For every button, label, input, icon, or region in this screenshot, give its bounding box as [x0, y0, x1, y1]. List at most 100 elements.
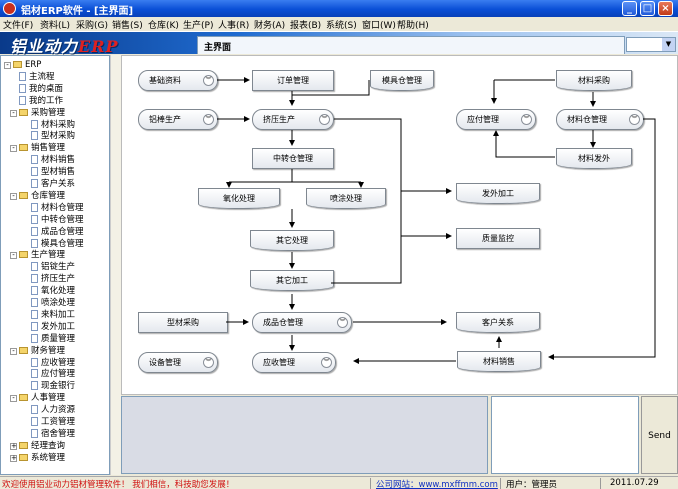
message-history-panel[interactable] [121, 396, 488, 474]
tree-item[interactable]: 主流程 [19, 71, 55, 83]
collapse-icon[interactable]: - [10, 395, 17, 403]
tree-item[interactable]: +经理查询 [10, 440, 65, 452]
folder-icon [19, 453, 28, 461]
website-link[interactable]: 公司网站：www.mxffmm.com [376, 480, 498, 489]
minimize-button[interactable]: _ [622, 1, 637, 16]
tree-item[interactable]: 铝锭生产 [31, 261, 75, 273]
chevron-down-icon[interactable]: ︾ [203, 75, 214, 86]
tree-item[interactable]: 模具仓管理 [31, 238, 84, 250]
tree-item[interactable]: 人力资源 [31, 404, 75, 416]
tree-item[interactable]: 喷涂处理 [31, 297, 75, 309]
tree-item-label: 质量管理 [41, 333, 76, 344]
menu-system[interactable]: 系统(S) [326, 21, 357, 31]
tree-item[interactable]: 材料仓管理 [31, 202, 84, 214]
flow-node-transit-warehouse[interactable]: 中转仓管理 [252, 148, 334, 169]
flow-node-material-sales[interactable]: 材料销售 [457, 351, 541, 372]
tree-item[interactable]: 应收管理 [31, 357, 75, 369]
menu-help[interactable]: 帮助(H) [397, 21, 429, 31]
menu-purchase[interactable]: 采购(G) [76, 21, 108, 31]
flow-node-spraying[interactable]: 喷涂处理 [306, 188, 386, 209]
send-button[interactable]: Send [641, 396, 678, 474]
flow-node-profile-purchase[interactable]: 型材采购 [138, 312, 228, 333]
tree-item[interactable]: 宿舍管理 [31, 428, 75, 440]
expand-icon[interactable]: + [10, 441, 17, 450]
chevron-down-icon[interactable]: ︾ [629, 114, 640, 125]
flow-node-basic-data[interactable]: 基础资料︾ [138, 70, 218, 91]
close-button[interactable]: × [658, 1, 673, 16]
flow-node-oxidation[interactable]: 氧化处理 [198, 188, 280, 209]
menu-file[interactable]: 文件(F) [3, 21, 34, 31]
collapse-icon[interactable]: - [4, 62, 11, 69]
tree-item-label: 人事管理 [31, 393, 66, 404]
menu-production[interactable]: 生产(P) [183, 21, 214, 31]
flow-node-rod-production[interactable]: 铝棒生产︾ [138, 109, 218, 130]
message-input[interactable] [491, 396, 639, 474]
tree-item[interactable]: -采购管理 [10, 107, 65, 119]
menu-reports[interactable]: 报表(B) [290, 21, 322, 31]
tree-item[interactable]: -ERP [4, 59, 41, 71]
menu-warehouse[interactable]: 仓库(K) [148, 21, 179, 31]
tree-item[interactable]: 型材销售 [31, 166, 75, 178]
tree-item[interactable]: 现金银行 [31, 380, 75, 392]
chevron-down-icon[interactable]: ︾ [203, 114, 214, 125]
tree-item[interactable]: -销售管理 [10, 142, 65, 154]
flow-node-extrusion[interactable]: 挤压生产︾ [252, 109, 334, 130]
flow-node-quality-control[interactable]: 质量监控 [456, 228, 540, 249]
tree-item[interactable]: 材料销售 [31, 154, 75, 166]
tree-item[interactable]: 发外加工 [31, 321, 75, 333]
menu-window[interactable]: 窗口(W) [362, 21, 396, 31]
flow-node-payable[interactable]: 应付管理︾ [456, 109, 536, 130]
tree-item[interactable]: -生产管理 [10, 249, 65, 261]
flow-node-customer-relation[interactable]: 客户关系 [456, 312, 540, 333]
flow-node-outsource-processing[interactable]: 发外加工 [456, 183, 540, 204]
tree-item[interactable]: +系统管理 [10, 452, 65, 464]
tree-item[interactable]: 客户关系 [31, 178, 75, 190]
flow-node-finished-warehouse[interactable]: 成品仓管理︾ [252, 312, 352, 333]
flow-node-other-work[interactable]: 其它加工 [250, 270, 334, 291]
tree-item[interactable]: 挤压生产 [31, 273, 75, 285]
tree-item[interactable]: 我的桌面 [19, 83, 63, 95]
tree-item[interactable]: 质量管理 [31, 333, 75, 345]
collapse-icon[interactable]: - [10, 347, 17, 355]
collapse-icon[interactable]: - [10, 252, 17, 260]
tree-scrollbar[interactable] [110, 55, 121, 475]
chevron-down-icon[interactable]: ︾ [321, 357, 332, 368]
flow-node-equipment-mgmt[interactable]: 设备管理︾ [138, 352, 218, 373]
chevron-down-icon[interactable]: ︾ [203, 357, 214, 368]
menu-data[interactable]: 资料(L) [40, 21, 71, 31]
tree-item[interactable]: 型材采购 [31, 130, 75, 142]
flow-node-receivable[interactable]: 应收管理︾ [252, 352, 336, 373]
flow-node-material-warehouse[interactable]: 材料仓管理︾ [556, 109, 644, 130]
menu-finance[interactable]: 财务(A) [254, 21, 286, 31]
tree-item[interactable]: 应付管理 [31, 368, 75, 380]
menu-hr[interactable]: 人事(R) [218, 21, 250, 31]
flow-node-other-processing[interactable]: 其它处理 [250, 230, 334, 251]
chevron-down-icon[interactable]: ︾ [337, 317, 348, 328]
tree-item[interactable]: 我的工作 [19, 95, 63, 107]
tree-item[interactable]: 来料加工 [31, 309, 75, 321]
collapse-icon[interactable]: - [10, 109, 17, 117]
tree-item[interactable]: - 人事管理 [10, 392, 66, 404]
flow-node-material-outsource[interactable]: 材料发外 [556, 148, 632, 169]
flow-node-order-mgmt[interactable]: 订单管理 [252, 70, 334, 91]
tree-item[interactable]: 氧化处理 [31, 285, 75, 297]
tree-item[interactable]: -仓库管理 [10, 190, 65, 202]
chevron-down-icon[interactable]: ▼ [662, 38, 675, 51]
flow-node-mold-warehouse[interactable]: 模具仓管理 [370, 70, 434, 91]
chevron-down-icon[interactable]: ︾ [319, 114, 330, 125]
collapse-icon[interactable]: - [10, 192, 17, 200]
chevron-down-icon[interactable]: ︾ [521, 114, 532, 125]
collapse-icon[interactable]: - [10, 145, 17, 153]
tree-item[interactable]: 中转仓管理 [31, 214, 84, 226]
window-select[interactable]: ▼ [626, 37, 676, 52]
tree-item[interactable]: -财务管理 [10, 345, 65, 357]
tab-main[interactable]: 主界面 [197, 36, 625, 54]
menu-sales[interactable]: 销售(S) [112, 21, 143, 31]
maximize-button[interactable]: □ [640, 1, 655, 16]
title-bar: 铝材ERP软件 - [主界面] _ □ × [0, 0, 678, 17]
tree-item[interactable]: 工资管理 [31, 416, 75, 428]
tree-item[interactable]: 成品仓管理 [31, 226, 84, 238]
tree-item[interactable]: 材料采购 [31, 119, 75, 131]
expand-icon[interactable]: + [10, 453, 17, 462]
flow-node-material-purchase[interactable]: 材料采购 [556, 70, 632, 91]
